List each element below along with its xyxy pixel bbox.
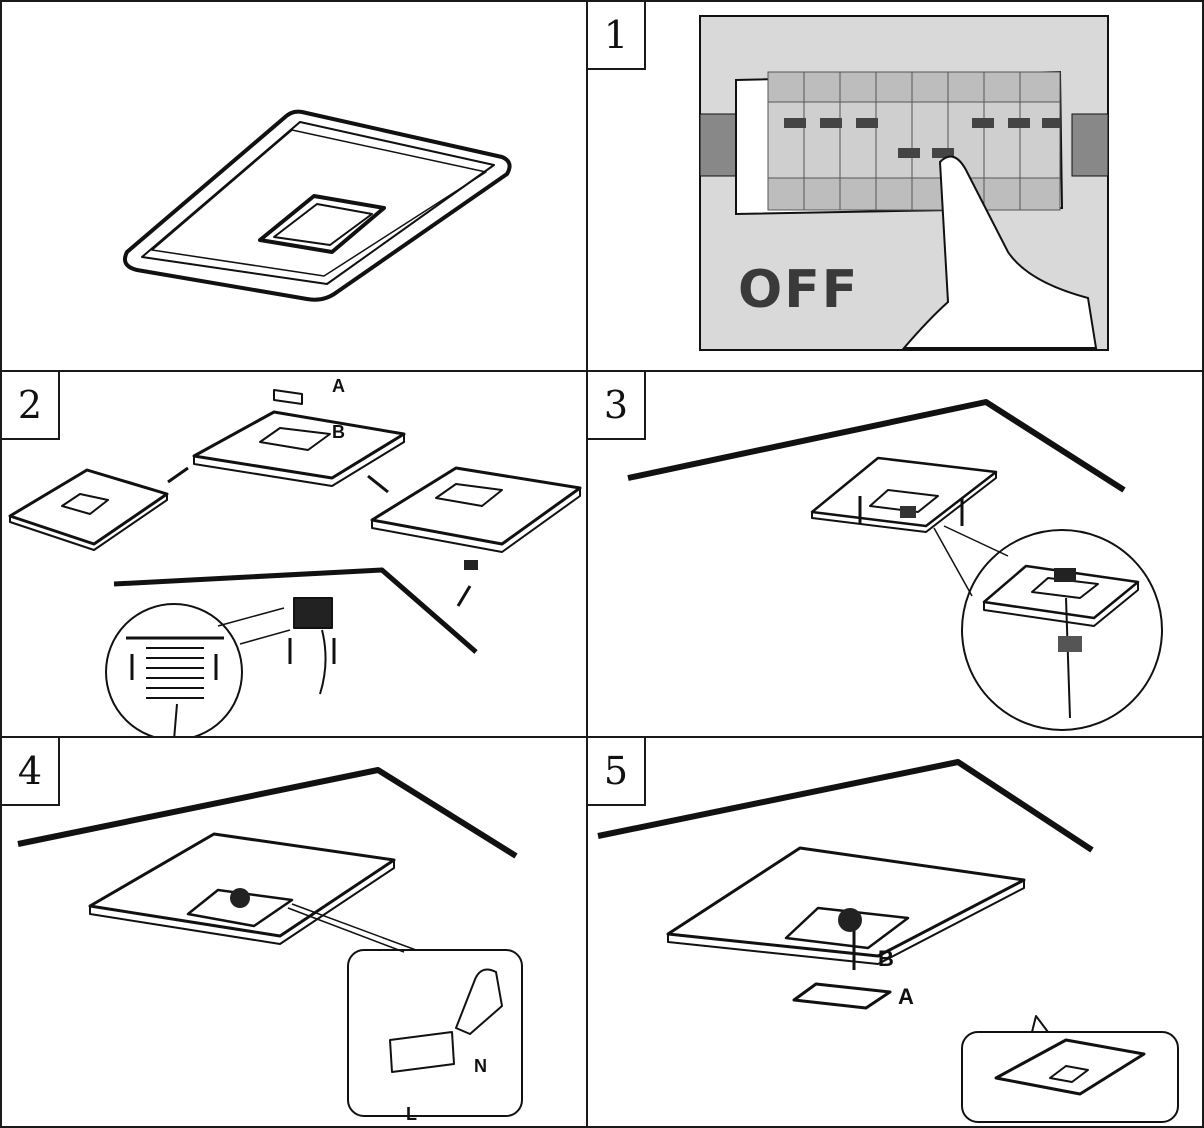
label-b: B [878,946,894,971]
cover-removal-drawing: A B [8,376,582,736]
step3-panel: 3 [586,370,1204,738]
step-number: 1 [588,2,646,70]
label-a: A [898,984,914,1009]
wiring-drawing: L N [17,767,523,1124]
step-number: 4 [2,738,60,806]
step5-panel: 5 B A [586,736,1204,1128]
label-n: N [474,1056,487,1076]
step-number: 3 [588,372,646,440]
label-l: L [406,1104,417,1124]
mounting-drawing [627,399,1163,731]
step-number: 5 [588,738,646,806]
step-number: 2 [2,372,60,440]
step4-panel: 4 L N [0,736,588,1128]
step2-panel: 2 [0,370,588,738]
cover-refit-drawing: B A [597,759,1179,1123]
lamp-overview-drawing [123,109,512,302]
breaker-switch-drawing [699,15,1109,351]
label-b: B [332,422,345,442]
overview-panel [0,0,588,372]
step1-panel: 1 OFF [586,0,1204,372]
label-a: A [332,376,345,396]
off-label: OFF [738,260,860,320]
